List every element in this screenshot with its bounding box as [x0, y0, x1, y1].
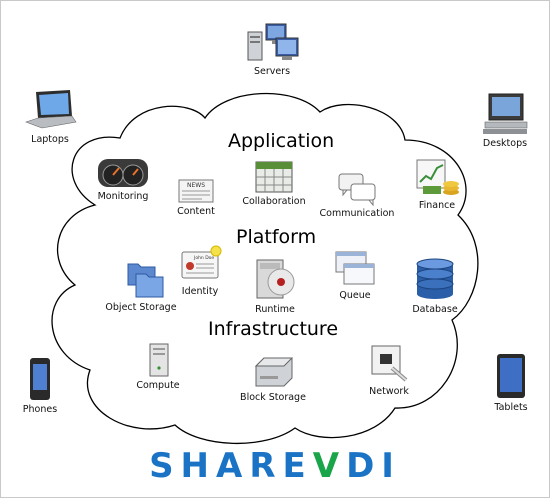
servers-label: Servers	[253, 66, 291, 77]
chat-bubbles-icon	[338, 173, 376, 206]
hard-drive-icon	[254, 357, 294, 387]
content-node: NEWS Content	[168, 178, 224, 217]
block-storage-node: Block Storage	[236, 356, 310, 403]
runtime-disc-box-icon	[256, 259, 295, 299]
object-storage-label: Object Storage	[105, 302, 177, 313]
logo-text-di: DI	[346, 446, 401, 486]
laptops-label: Laptops	[31, 134, 69, 145]
object-storage-node: Object Storage	[100, 258, 182, 313]
application-layer-title: Application	[228, 130, 335, 152]
calendar-icon	[255, 161, 293, 193]
runtime-node: Runtime	[246, 256, 304, 315]
finance-node: Finance	[408, 156, 466, 211]
content-label: Content	[177, 206, 215, 217]
collaboration-node: Collaboration	[240, 158, 308, 207]
phone-icon	[30, 358, 50, 400]
network-node: Network	[362, 342, 416, 397]
tablets-label: Tablets	[494, 402, 528, 413]
logo-text-share: SHARE	[149, 446, 313, 486]
sharevdi-logo: SHAREVDI	[0, 446, 550, 486]
collaboration-label: Collaboration	[242, 196, 306, 207]
phones-node: Phones	[14, 356, 66, 415]
monitoring-label: Monitoring	[97, 191, 149, 202]
monitoring-gauge-icon	[98, 159, 148, 187]
john-doe-icon-text: John Doe	[193, 255, 214, 261]
database-cylinder-icon	[416, 258, 454, 299]
monitoring-node: Monitoring	[92, 155, 154, 202]
runtime-label: Runtime	[255, 304, 295, 315]
block-storage-label: Block Storage	[240, 392, 306, 403]
finance-label: Finance	[418, 200, 456, 211]
folder-icon	[127, 263, 164, 298]
compute-label: Compute	[136, 380, 180, 391]
platform-layer-title: Platform	[236, 226, 317, 248]
database-node: Database	[406, 256, 464, 315]
communication-label: Communication	[319, 208, 395, 219]
queue-windows-icon	[335, 251, 375, 285]
desktops-label: Desktops	[482, 138, 528, 149]
identity-node: John Doe Identity	[172, 244, 228, 297]
queue-node: Queue	[328, 248, 382, 301]
desktop-icon	[483, 93, 528, 134]
phones-label: Phones	[22, 404, 58, 415]
news-icon-text: NEWS	[187, 182, 205, 189]
queue-label: Queue	[339, 290, 371, 301]
id-card-icon: John Doe	[181, 245, 222, 279]
database-label: Database	[412, 304, 458, 315]
desktops-node: Desktops	[472, 92, 538, 149]
compute-server-tower-icon	[149, 343, 169, 377]
tablets-node: Tablets	[484, 352, 538, 413]
laptop-icon	[25, 90, 77, 129]
communication-node: Communication	[318, 170, 396, 219]
logo-text-v: V	[312, 446, 347, 486]
network-label: Network	[369, 386, 409, 397]
newspaper-icon: NEWS	[178, 179, 214, 203]
finance-chart-coins-icon	[416, 159, 459, 195]
network-port-icon	[371, 345, 408, 382]
identity-label: Identity	[181, 286, 219, 297]
servers-icon	[247, 23, 299, 61]
servers-node: Servers	[240, 22, 304, 77]
tablet-icon	[497, 354, 525, 398]
infrastructure-layer-title: Infrastructure	[208, 318, 339, 340]
compute-node: Compute	[130, 342, 186, 391]
laptops-node: Laptops	[18, 88, 82, 145]
